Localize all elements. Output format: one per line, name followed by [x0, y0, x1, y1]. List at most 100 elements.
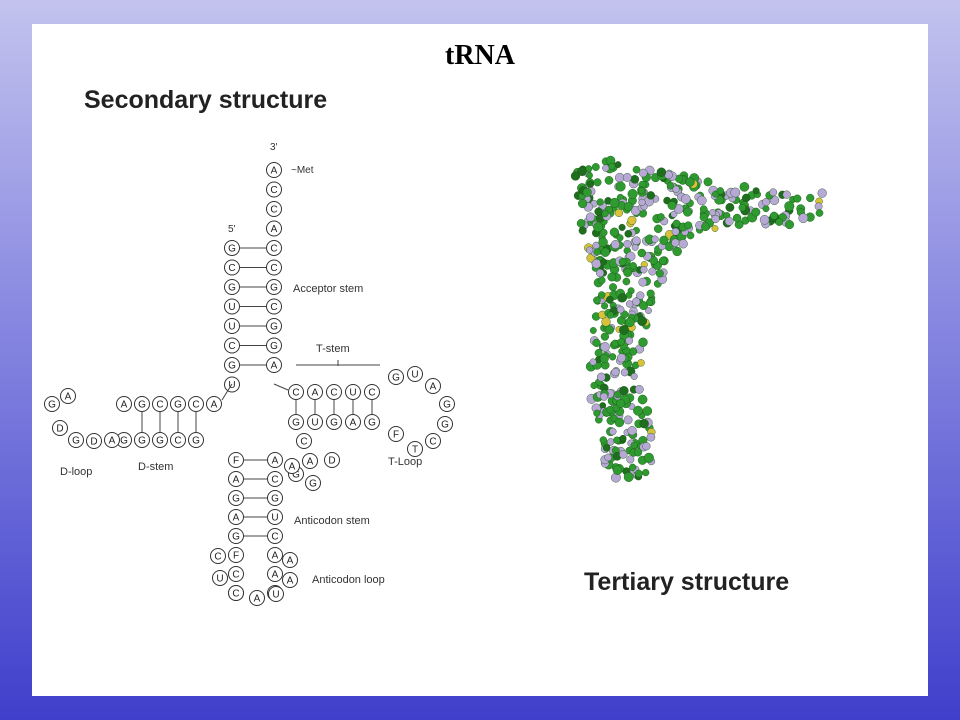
svg-text:A: A [289, 462, 296, 473]
acceptor-nucleotide: G [266, 279, 282, 295]
t-stem-label: T-stem [316, 343, 350, 355]
atom-sphere [596, 198, 604, 206]
atom-sphere [672, 219, 681, 228]
svg-text:A: A [271, 224, 278, 235]
atom-sphere [699, 213, 709, 222]
atom-sphere [630, 441, 638, 449]
svg-text:U: U [272, 590, 279, 601]
atom-sphere [622, 172, 632, 182]
acceptor-nucleotide: G [224, 357, 240, 373]
atom-sphere [646, 289, 655, 298]
d-loop-nucleotide: G [68, 432, 84, 448]
svg-text:F: F [233, 456, 239, 467]
atom-sphere [597, 276, 606, 285]
svg-text:U: U [311, 418, 318, 429]
svg-text:G: G [192, 436, 200, 447]
atom-sphere [589, 327, 597, 334]
atom-sphere [612, 465, 623, 475]
atom-sphere [658, 256, 668, 265]
atom-sphere [649, 256, 658, 265]
atom-sphere [593, 221, 604, 232]
atom-sphere [793, 194, 802, 203]
atom-sphere [670, 210, 678, 218]
atom-sphere [593, 296, 601, 305]
atom-sphere [625, 336, 633, 345]
atom-sphere [638, 198, 646, 207]
secondary-structure-heading: Secondary structure [84, 86, 328, 114]
atom-sphere [716, 187, 724, 195]
atom-sphere [601, 317, 611, 327]
svg-text:D: D [56, 424, 63, 435]
svg-text:U: U [228, 380, 235, 391]
svg-text:A: A [430, 382, 437, 393]
atom-sphere [627, 215, 637, 225]
atom-sphere [623, 268, 633, 277]
atom-sphere [634, 469, 643, 478]
svg-text:A: A [271, 166, 278, 177]
t-loop-nucleotide: C [425, 433, 441, 449]
atom-sphere [613, 436, 621, 444]
svg-text:C: C [330, 388, 337, 399]
atom-sphere [599, 354, 609, 364]
atom-sphere [596, 372, 606, 382]
atom-sphere [600, 392, 609, 401]
atom-sphere [619, 434, 627, 442]
atom-sphere [671, 238, 680, 247]
svg-text:U: U [216, 574, 223, 585]
svg-text:C: C [214, 552, 221, 563]
svg-text:G: G [270, 283, 278, 294]
met-label: ~Met [291, 165, 314, 176]
svg-text:A: A [254, 594, 261, 605]
d-loop-label: D-loop [60, 466, 92, 478]
svg-text:U: U [228, 322, 235, 333]
svg-text:C: C [270, 185, 277, 196]
variable-loop-nucleotide: G [305, 475, 321, 491]
acceptor-nucleotide: A [266, 220, 282, 237]
atom-sphere [724, 216, 734, 226]
atom-sphere [775, 218, 784, 226]
atom-sphere [672, 246, 682, 257]
svg-text:G: G [270, 341, 278, 352]
acceptor-stem-label: Acceptor stem [293, 283, 363, 295]
atom-sphere [604, 453, 613, 462]
slide-background [32, 24, 928, 696]
svg-text:A: A [233, 513, 240, 524]
anticodon-nucleotide: G [228, 490, 244, 506]
atom-sphere [623, 202, 633, 212]
anticodon-loop-nucleotide: U [212, 570, 228, 586]
t-loop-nucleotide: G [437, 416, 453, 432]
atom-sphere [586, 171, 593, 179]
d-stem-nucleotide: G [152, 432, 168, 448]
atom-sphere [762, 205, 770, 213]
atom-sphere [619, 450, 628, 459]
atom-sphere [617, 338, 625, 346]
atom-sphere [614, 161, 622, 169]
svg-text:A: A [287, 556, 294, 567]
t-stem-nucleotide: G [288, 414, 304, 430]
t-stem-nucleotide: A [307, 384, 323, 400]
atom-sphere [815, 209, 824, 217]
svg-text:C: C [232, 570, 239, 581]
svg-text:G: G [72, 436, 80, 447]
atom-sphere [608, 353, 617, 361]
atom-sphere [639, 418, 649, 429]
atom-sphere [611, 240, 621, 250]
atom-sphere [657, 213, 665, 221]
slide-title: tRNA [445, 40, 515, 71]
anticodon-nucleotide: F [228, 547, 244, 563]
svg-text:U: U [271, 513, 278, 524]
atom-sphere [639, 301, 648, 310]
t-loop-nucleotide: G [439, 396, 455, 412]
atom-sphere [604, 176, 614, 185]
anticodon-loop-nucleotide: C [210, 548, 226, 564]
atom-sphere [678, 239, 688, 249]
atom-sphere [608, 162, 616, 170]
t-loop-label: T-Loop [388, 456, 422, 468]
atom-sphere [623, 415, 633, 425]
atom-sphere [589, 358, 597, 366]
atom-sphere [642, 469, 650, 477]
anticodon-loop-nucleotide: A [249, 590, 265, 606]
acceptor-nucleotide: G [224, 240, 240, 256]
